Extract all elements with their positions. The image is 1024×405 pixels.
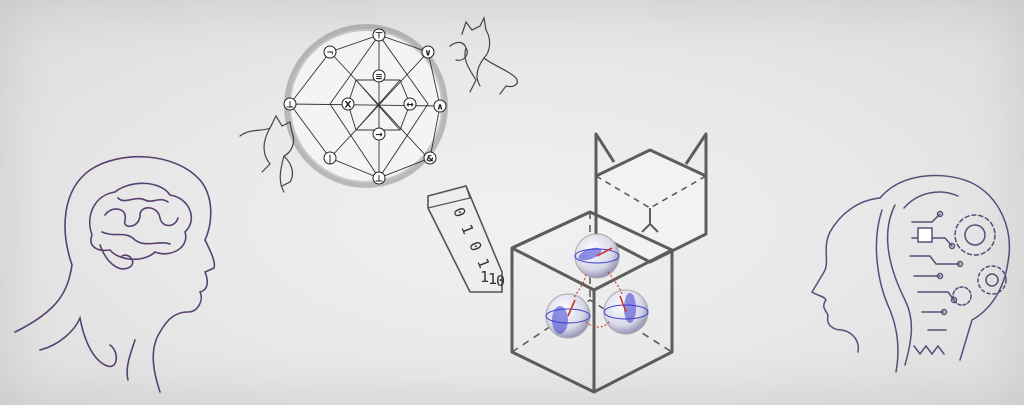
logic-node-6: & [426, 155, 434, 165]
binary-tape-icon: 0 1 0 1 1 1 0 [427, 185, 505, 293]
logic-node-8: → [375, 131, 383, 141]
ai-head-circuit-icon [810, 174, 1011, 373]
tape-bit-5: 1 [488, 270, 497, 288]
logic-node-5: ⊥ [375, 175, 383, 185]
logic-node-11: ↔ [406, 101, 414, 111]
logic-node-2: ∧ [436, 103, 443, 113]
logic-graph-circle-icon: ⊤ ∨ ∧ ¬ ≡ ⊥ & | → X ⊥ ↔ [283, 24, 448, 188]
cat-icon [239, 16, 518, 193]
bloch-sphere-icon [545, 233, 649, 339]
logic-node-3: ¬ [326, 49, 334, 59]
tape-bit-4: 1 [480, 268, 489, 286]
logic-node-7: | [328, 155, 331, 165]
logic-node-1: ∨ [424, 49, 431, 59]
human-head-brain-icon [14, 155, 216, 393]
logic-node-10: ⊥ [286, 101, 294, 111]
tape-bit-6: 0 [496, 272, 505, 290]
logic-node-9: X [345, 101, 352, 111]
cube-cat-icon [510, 132, 708, 394]
logic-node-4: ≡ [375, 73, 383, 83]
logic-node-0: ⊤ [375, 32, 383, 42]
